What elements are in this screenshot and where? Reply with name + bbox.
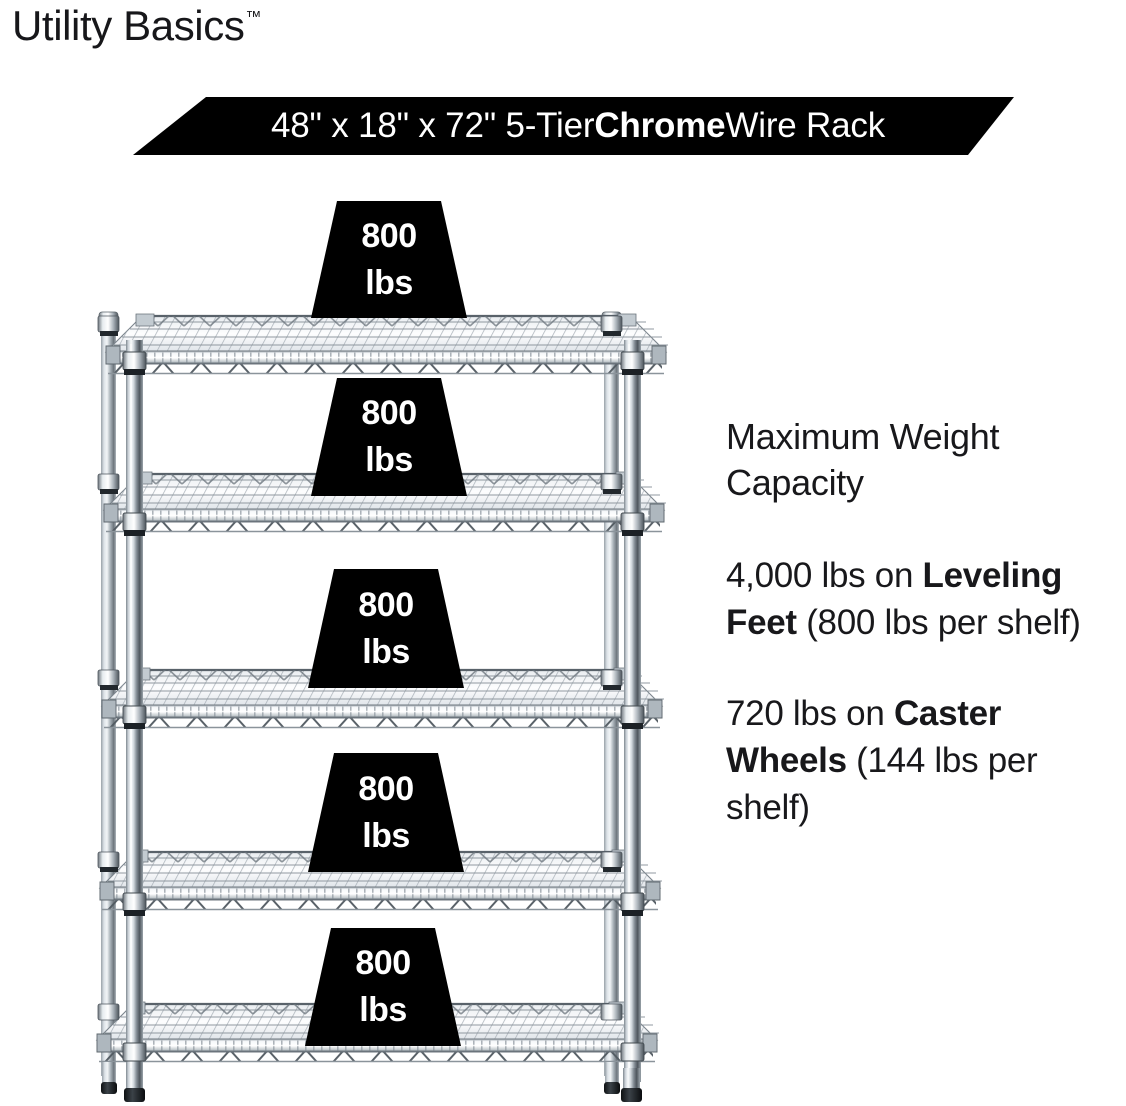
leveling-foot-rear-right (604, 1062, 620, 1094)
callout-4-unit: lbs (362, 816, 410, 855)
callout-4-number: 800 (358, 769, 414, 808)
banner-text-after: Wire Rack (725, 106, 886, 145)
para2-part1: 720 lbs on (726, 694, 894, 733)
product-title-text: 48" x 18" x 72" 5-Tier Chrome Wire Rack (118, 97, 1014, 155)
shelf-capacity-callout-3: 800 lbs (308, 569, 464, 688)
brand-title: Utility Basics™ (12, 2, 261, 50)
leveling-foot-rear-left (101, 1062, 117, 1094)
weight-capacity-info: Maximum Weight Capacity 4,000 lbs on Lev… (726, 414, 1116, 875)
brand-name: Utility Basics (12, 2, 245, 49)
callout-5-number: 800 (355, 944, 411, 983)
para1-part1: 4,000 lbs on (726, 556, 923, 595)
shelf-capacity-callout-1: 800 lbs (311, 201, 467, 318)
para1-bold: Leveling Feet (726, 556, 1063, 642)
banner-text-before: 48" x 18" x 72" 5-Tier (270, 106, 595, 145)
banner-text-bold: Chrome (594, 106, 726, 145)
para2-part2: (144 lbs per shelf) (726, 741, 1038, 827)
callout-1-number: 800 (361, 216, 417, 255)
shelf-capacity-callout-5: 800 lbs (305, 928, 461, 1046)
shelf-capacity-callout-4: 800 lbs (308, 753, 464, 872)
trademark-symbol: ™ (245, 9, 262, 26)
info-heading: Maximum Weight Capacity (726, 416, 1000, 503)
callout-3-number: 800 (358, 585, 414, 624)
callout-3-unit: lbs (362, 632, 410, 671)
product-title-banner: 48" x 18" x 72" 5-Tier Chrome Wire Rack (118, 97, 1014, 155)
leveling-foot-front-left (124, 1068, 145, 1102)
callout-5-unit: lbs (359, 991, 407, 1029)
info-paragraph-caster-wheels: 720 lbs on Caster Wheels (144 lbs per sh… (726, 690, 1116, 831)
callout-2-number: 800 (361, 394, 417, 433)
callout-2-unit: lbs (365, 441, 413, 479)
info-paragraph-leveling-feet: 4,000 lbs on Leveling Feet (800 lbs per … (726, 552, 1116, 646)
shelf-capacity-callout-2: 800 lbs (311, 378, 467, 496)
callout-1-unit: lbs (365, 263, 413, 302)
shelf-1 (106, 314, 668, 374)
para1-part2: (800 lbs per shelf) (796, 603, 1081, 642)
para2-bold: Caster Wheels (726, 694, 1002, 780)
leveling-foot-front-right (621, 1068, 642, 1102)
